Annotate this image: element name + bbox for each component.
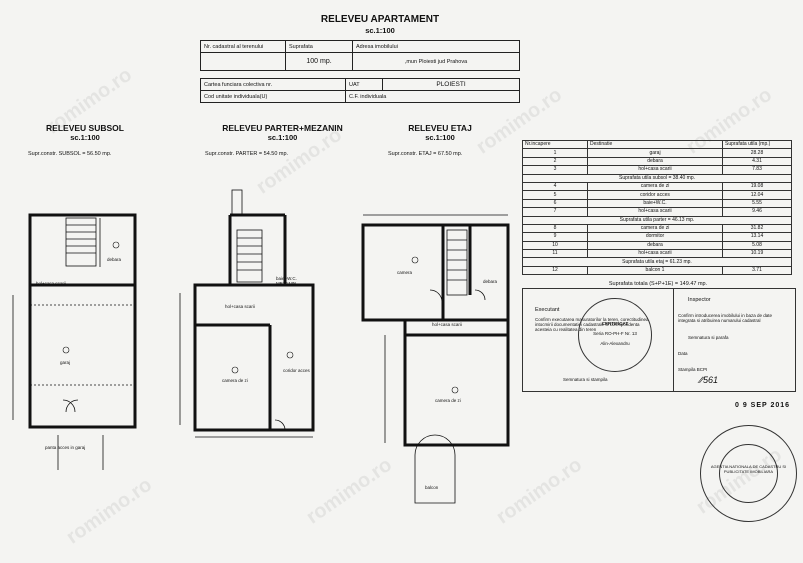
etaj-area: Supr.constr. ETAJ = 67.50 mp.	[388, 151, 463, 157]
room-label-camera: camera	[397, 270, 413, 275]
certificate-stamp-name: Alin-Alexandru	[600, 341, 630, 346]
uat-value: PLOIESTI	[382, 78, 520, 91]
certification-box: Executant Confirm executarea masuratoril…	[522, 288, 796, 392]
plan-parter-heading: RELEVEU PARTER+MEZANIN sc.1:100	[222, 123, 343, 142]
etaj-floor-plan	[361, 214, 510, 504]
rooms-surface-table: Nr.incapere Destinatie Suprafata utila (…	[522, 139, 792, 276]
stampila-label: Stampila BCPI	[678, 367, 708, 372]
total-surface: Suprafata totala (S+P+1E) = 149.47 mp.	[608, 281, 708, 288]
certificate-stamp-title: CERTIFICAT	[601, 321, 629, 326]
subsol-area: Supr.constr. SUBSOL = 56.50 mp.	[28, 151, 112, 157]
room-label-balcon: balcon	[425, 485, 439, 490]
parter-floor-plan	[179, 189, 315, 438]
cf-label: C.F. individuala	[345, 90, 520, 103]
cadastral-header-table: Nr. cadastral al terenului Suprafata Adr…	[200, 40, 520, 71]
room-label-debara-etaj: debara	[483, 279, 498, 284]
room-label-coridor: coridor acces	[283, 368, 310, 373]
subsol-ramp-note: panta acces in garaj	[45, 445, 86, 450]
data-label: Data	[678, 351, 688, 356]
certificate-stamp-series: Seria RO-PH-F Nr. 13	[593, 331, 637, 336]
signature-mark: ∕∕561	[700, 375, 719, 385]
room-label-garaj: garaj	[60, 360, 71, 365]
table-subtotal-row: Suprafata utila parter = 46.13 mp.	[522, 215, 792, 225]
surface-value: 100 mp.	[285, 52, 353, 71]
room-label-baie-mezanin: baie+W.C. MEZANIN	[276, 276, 297, 286]
table-subtotal-row: Suprafata utila subsol = 38.40 mp.	[522, 173, 792, 183]
executant-label: Executant	[535, 307, 560, 313]
inspector-label: Inspector	[688, 297, 711, 303]
room-label-debara: debara	[107, 257, 122, 262]
uat-label: UAT	[345, 78, 383, 91]
cod-unitate-label: Cod unitate individuala(U)	[200, 90, 346, 103]
agency-seal-text: AGENTIA NATIONALA DE CADASTRU SI PUBLICI…	[710, 464, 787, 474]
room-label-hol-parter: hol+casa scarii	[225, 304, 255, 309]
agency-seal: AGENTIA NATIONALA DE CADASTRU SI PUBLICI…	[700, 425, 797, 522]
carte-funciara-label: Cartea funciara colectiva nr.	[200, 78, 346, 91]
certificate-stamp: CERTIFICAT Seria RO-PH-F Nr. 13 Alin-Ale…	[578, 298, 652, 372]
document-title: RELEVEU APARTAMENT	[320, 14, 440, 25]
rooms-table-box: Nr.incapere Destinatie Suprafata utila (…	[522, 139, 794, 288]
address-value: ,mun Ploiesti jud Prahova	[352, 52, 520, 71]
inspector-signature-label: Semnatura si parafa	[688, 335, 729, 340]
room-label-hol-etaj: hol+casa scarii	[432, 322, 462, 327]
room-label-camera-zi-etaj: camera de zi	[435, 398, 461, 403]
col-address-label: Adresa imobilului	[352, 40, 520, 53]
subsol-floor-plan	[12, 213, 137, 470]
date-stamp: 0 9 SEP 2016	[735, 402, 791, 409]
plan-etaj-heading: RELEVEU ETAJ sc.1:100	[408, 123, 472, 142]
plan-subsol-heading: RELEVEU SUBSOL sc.1:100	[46, 123, 124, 142]
inspector-text: Confirm introducerea imobilului in baza …	[678, 313, 773, 323]
parter-area: Supr.constr. PARTER = 54.50 mp.	[205, 151, 289, 157]
cadastral-sub-table: Cartea funciara colectiva nr. UAT PLOIES…	[200, 78, 520, 103]
col-surface-label: Suprafata	[285, 40, 353, 53]
col-cadastral-label: Nr. cadastral al terenului	[200, 40, 286, 53]
watermark: romimo.ro	[62, 473, 156, 549]
rooms-table-header: Nr.incapere Destinatie Suprafata utila (…	[522, 139, 792, 150]
document-scale: sc.1:100	[365, 26, 395, 35]
room-label-hol: hol+casa scarii	[36, 281, 66, 286]
executant-signature-label: Semnatura si stampila	[563, 377, 608, 382]
room-label-camera-zi-parter: camera de zi	[222, 378, 248, 383]
table-subtotal-row: Suprafata utila etaj = 61.23 mp.	[522, 257, 792, 267]
